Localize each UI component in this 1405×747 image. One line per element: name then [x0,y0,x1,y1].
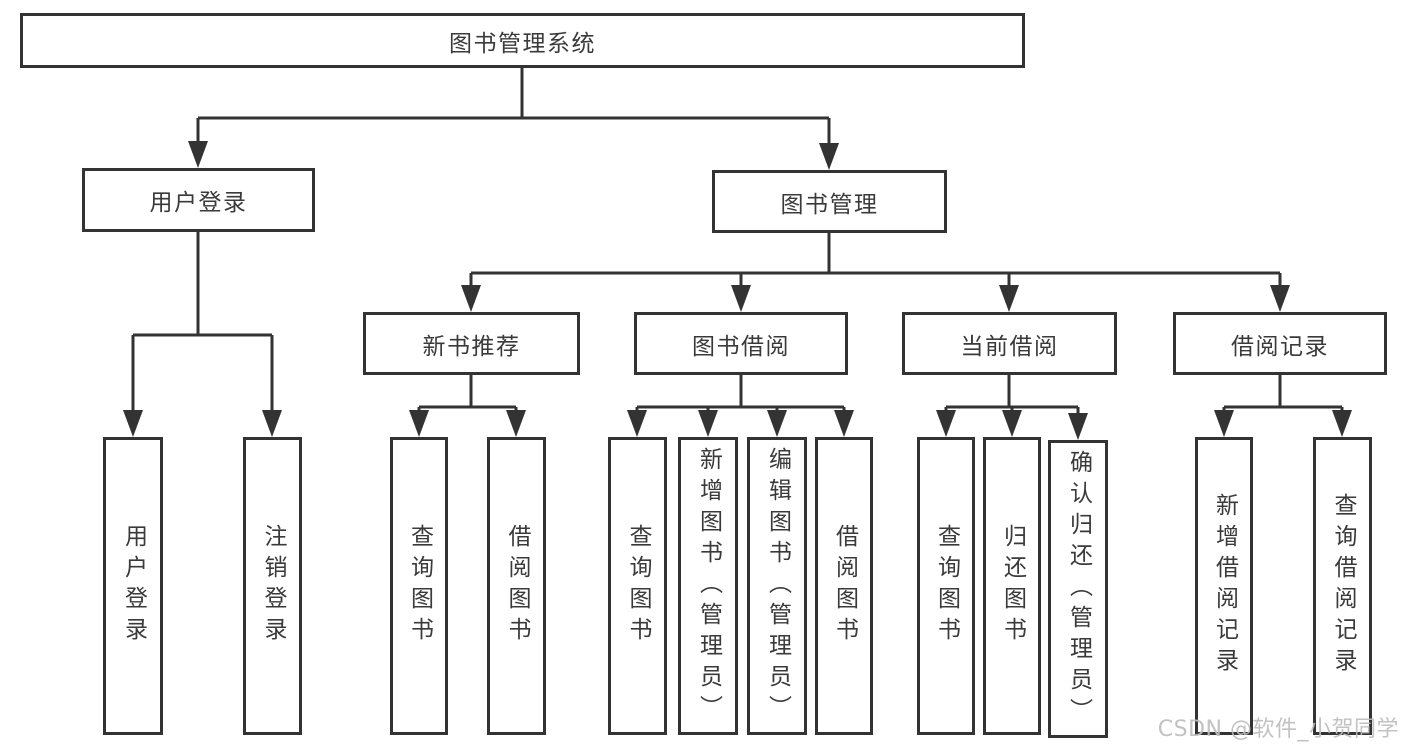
arrow-down-icon [123,410,143,437]
node-add-borrow-record: 新增借阅记录 [1195,437,1253,735]
node-label: 图书借阅 [692,333,790,360]
arrow-down-icon [262,410,282,437]
arrow-down-icon [698,410,718,437]
node-user-login-leaf: 用户登录 [103,437,163,735]
arrow-down-icon [1002,410,1022,437]
node-label: 查询图书 [406,524,433,648]
node-label: 图书管理 [780,191,879,218]
node-label: 借阅图书 [831,524,858,648]
node-label: 注销登录 [260,524,286,648]
node-borrow-books-2: 借阅图书 [815,437,873,735]
node-label: 新书推荐 [422,333,521,360]
node-query-borrow-record: 查询借阅记录 [1313,437,1372,735]
node-query-books-2: 查询图书 [608,437,667,735]
node-edit-books-admin: 编辑图书（管理员） [747,437,807,735]
node-borrow-records: 借阅记录 [1173,312,1387,375]
node-label: 查询借阅记录 [1330,493,1356,679]
arrow-down-icon [767,410,787,437]
node-new-book-recommend: 新书推荐 [363,312,580,375]
arrow-down-icon [731,285,751,312]
node-borrow-books-1: 借阅图书 [487,437,546,735]
arrowhead-icons [123,141,1352,440]
node-label: 用户登录 [120,524,147,648]
arrow-down-icon [461,285,481,312]
node-user-login: 用户登录 [82,168,315,232]
node-label: 确认归还（管理员） [1065,449,1092,729]
node-label: 归还图书 [999,524,1026,648]
arrow-down-icon [506,410,526,437]
node-query-books-3: 查询图书 [917,437,975,735]
node-logout: 注销登录 [243,437,302,735]
node-return-books: 归还图书 [983,437,1041,735]
node-book-borrowing: 图书借阅 [634,312,848,375]
arrow-down-icon [188,141,208,168]
node-label: 当前借阅 [960,333,1059,360]
arrow-down-icon [834,410,854,437]
arrow-down-icon [936,410,956,437]
node-label: 借阅图书 [504,524,530,648]
node-label: 图书管理系统 [449,30,596,57]
node-label: 查询图书 [625,524,651,648]
arrow-down-icon [999,285,1019,312]
node-confirm-return-admin: 确认归还（管理员） [1048,440,1108,738]
node-label: 借阅记录 [1231,333,1329,360]
node-add-books-admin: 新增图书（管理员） [678,437,738,735]
node-query-books-1: 查询图书 [390,437,448,735]
node-label: 新增借阅记录 [1211,493,1238,679]
node-label: 用户登录 [149,190,248,216]
arrow-down-icon [819,143,839,170]
node-label: 编辑图书（管理员） [764,446,791,726]
arrow-down-icon [1332,410,1352,437]
arrow-down-icon [1270,285,1290,312]
node-library-management-system: 图书管理系统 [20,13,1025,68]
arrow-down-icon [1214,410,1234,437]
node-book-management: 图书管理 [712,170,947,233]
node-label: 新增图书（管理员） [695,446,722,726]
arrow-down-icon [1068,413,1088,440]
node-label: 查询图书 [933,524,960,648]
arrow-down-icon [627,410,647,437]
arrow-down-icon [409,410,429,437]
watermark: CSDN @软件_小贺同学 [1157,717,1399,742]
node-current-borrowing: 当前借阅 [902,312,1117,375]
